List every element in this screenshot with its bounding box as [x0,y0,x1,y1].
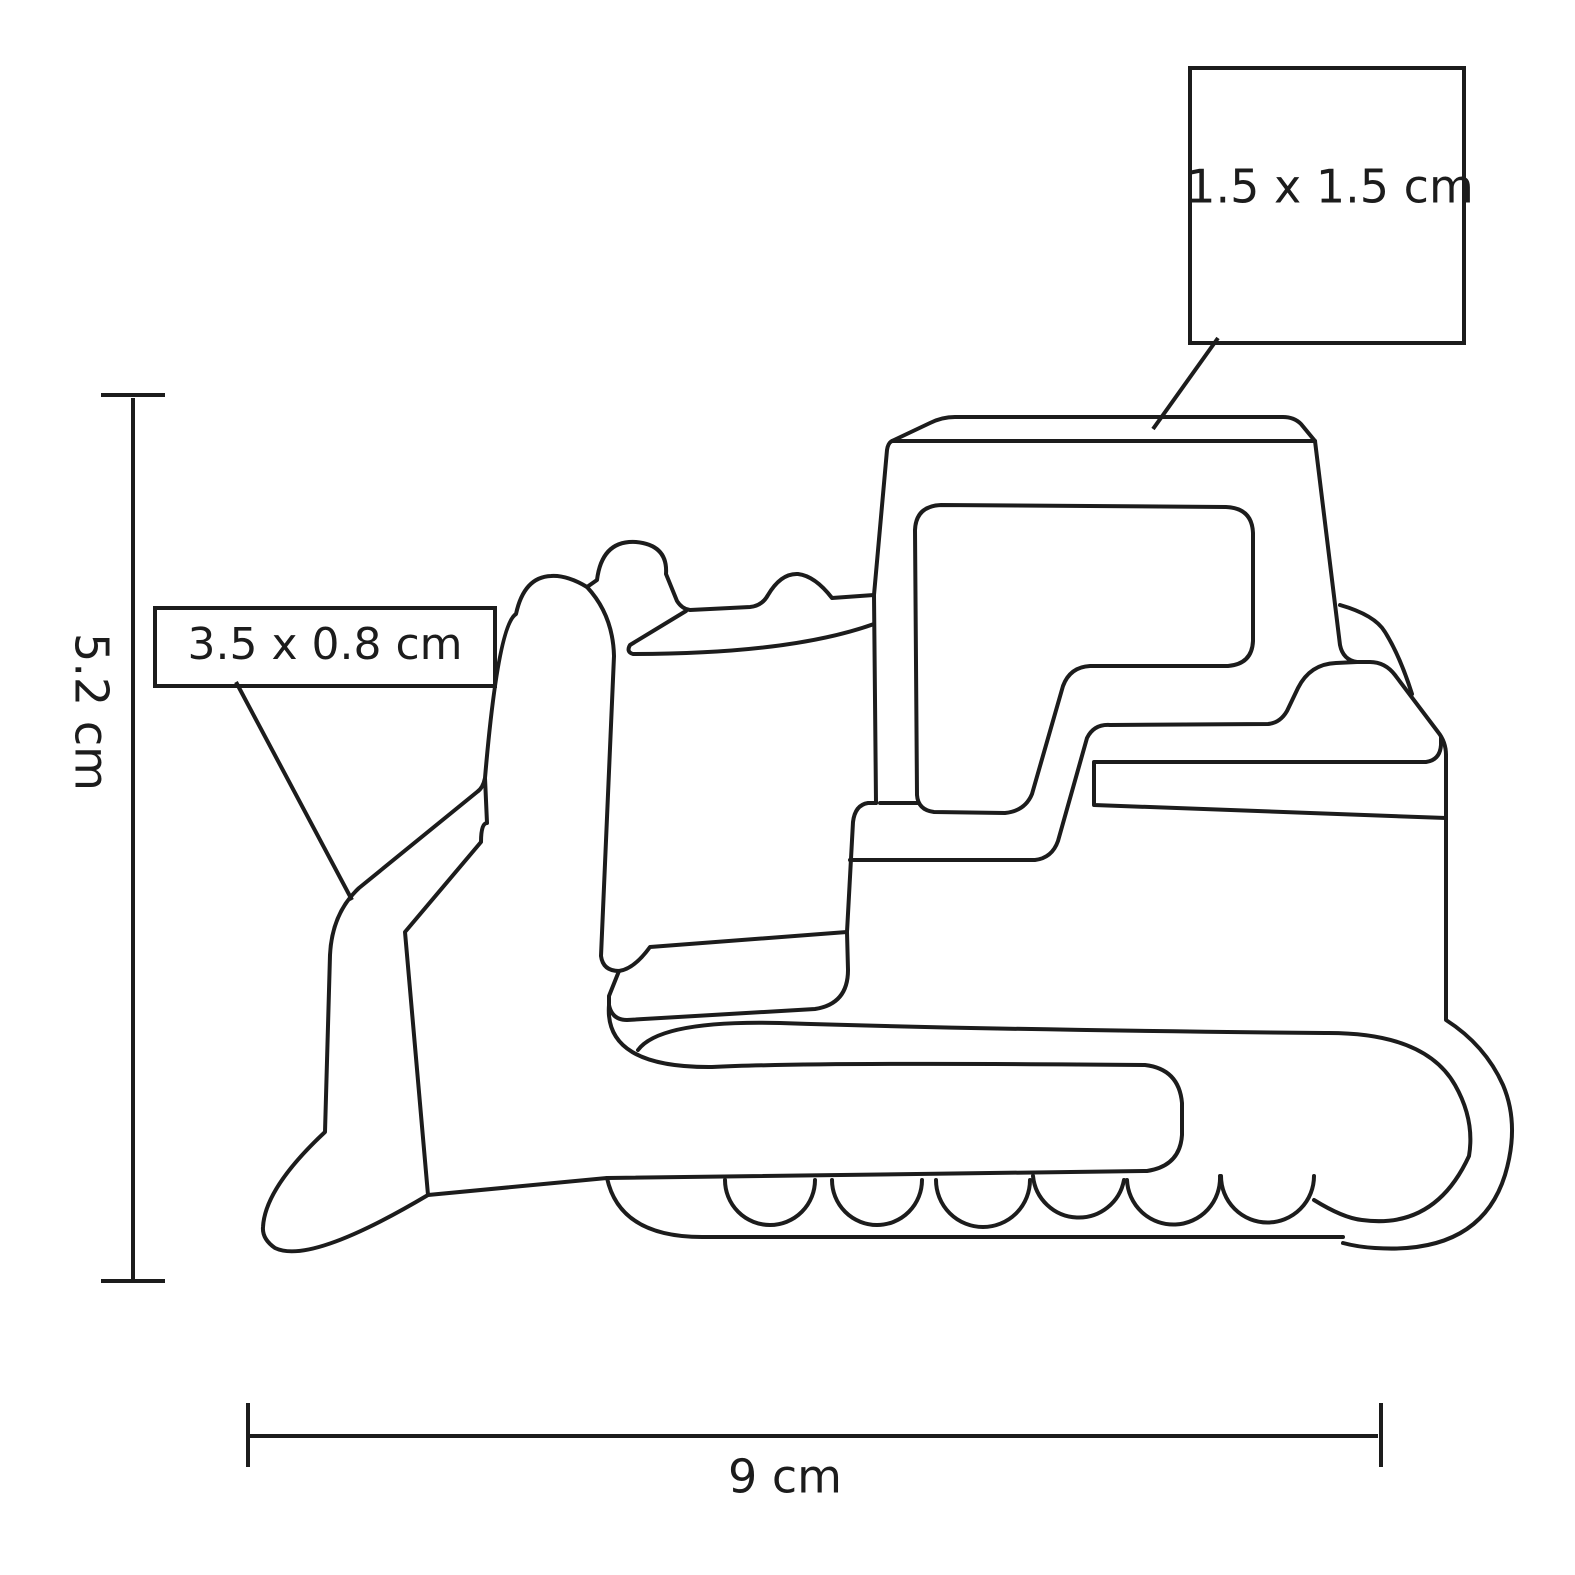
engine-step [1355,660,1448,757]
blade-imprint-leader-line [234,681,354,901]
height-dimension-label: 5.2 cm [65,633,119,791]
road-wheel-3 [934,1178,1032,1229]
cab-body [872,439,1359,805]
engine-hood [1338,603,1414,696]
cab-imprint-callout: 1.5 x 1.5 cm [1151,66,1474,431]
blade [260,573,589,1254]
body-lower [607,801,878,1022]
track-outer-top [426,1003,1184,1197]
cab-roof [890,415,1317,443]
hydraulic-arm-lower [626,609,876,656]
blade-imprint-callout: 3.5 x 0.8 cm [153,606,497,901]
arm-joint [607,969,621,1007]
cab-imprint-box [1188,66,1466,345]
road-wheel-1 [723,1178,817,1227]
width-dimension-label: 9 cm [728,1450,842,1504]
cab-imprint-label: 1.5 x 1.5 cm [1186,160,1474,214]
cab-imprint-leader-line [1151,336,1220,431]
bulldozer-outline [260,415,1514,1254]
blade-imprint-label: 3.5 x 0.8 cm [188,619,463,670]
height-dimension: 5.2 cm [65,393,165,1283]
road-wheel-6 [1219,1174,1316,1225]
cab-window [913,503,1255,815]
road-wheel-2 [830,1178,924,1227]
track-outer-bottom [605,1176,1345,1240]
rear-wall [1341,753,1514,1251]
width-dimension: 9 cm [246,1403,1383,1504]
hydraulic-arm-top [585,539,876,973]
road-wheel-4 [1031,1174,1126,1220]
blade-imprint-box [153,606,497,688]
fender-top [848,660,1359,862]
engine-side-panel [1092,735,1448,820]
track-inner-upper [636,1020,1473,1224]
road-wheel-5 [1125,1174,1223,1227]
